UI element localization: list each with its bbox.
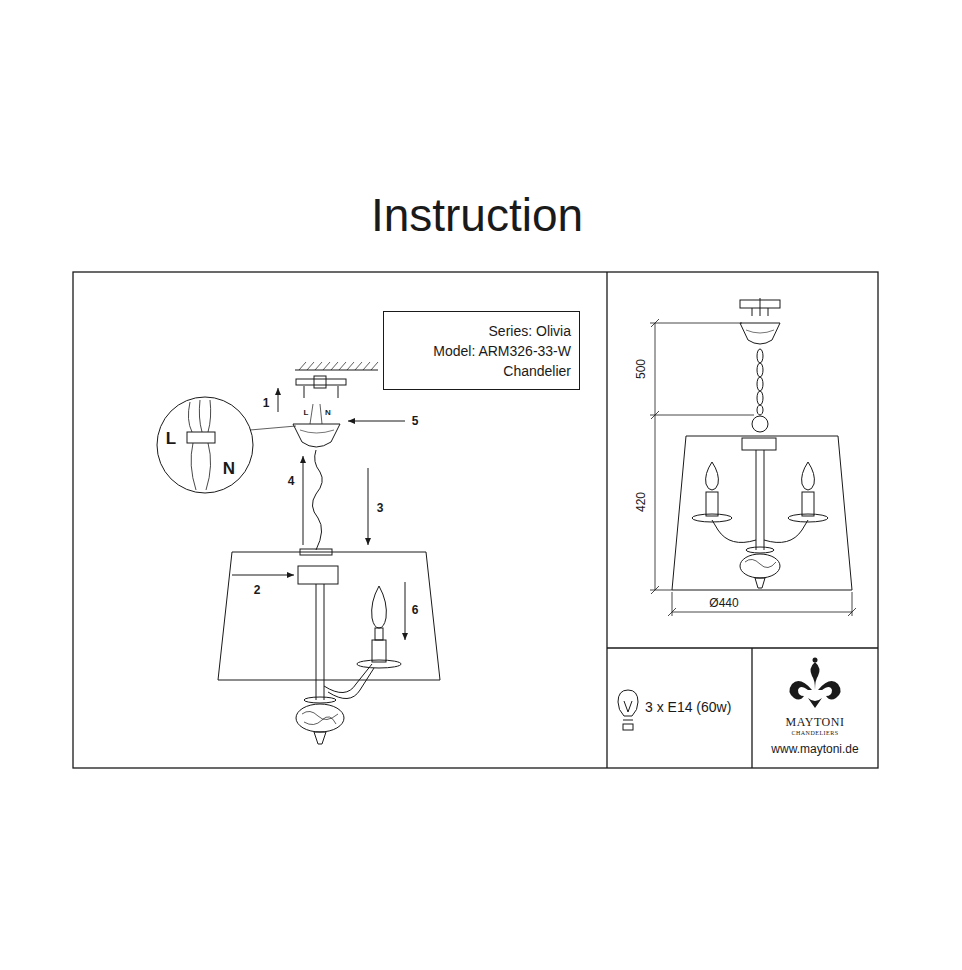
dimension-text: 500 <box>635 357 647 381</box>
assembly-drawing <box>157 362 440 744</box>
terminal-label: N <box>223 460 235 477</box>
info-line: Model: ARM326-33-W <box>392 341 571 361</box>
frame <box>73 272 878 768</box>
callout-number: 1 <box>263 397 270 409</box>
website-url: www.maytoni.de <box>771 743 858 755</box>
terminal-label: L <box>166 430 176 447</box>
info-line: Series: Olivia <box>392 321 571 341</box>
callout-number: 4 <box>288 475 295 487</box>
callout-number: 6 <box>412 604 419 616</box>
bulb-spec: 3 x E14 (60w) <box>645 700 731 714</box>
maytoni-logo <box>789 658 840 709</box>
model-info-box: Series: OliviaModel: ARM326-33-WChandeli… <box>383 311 580 390</box>
info-line: Chandelier <box>392 361 571 381</box>
dimension-text: 420 <box>635 490 647 514</box>
brand-name: MAYTONI <box>786 716 845 728</box>
terminal-label: L <box>304 409 309 417</box>
bulb-icon <box>618 690 638 730</box>
callout-number: 2 <box>254 584 261 596</box>
callout-number: 5 <box>412 415 419 427</box>
page-title: Instruction <box>371 192 583 238</box>
dimension-drawing <box>650 298 856 616</box>
dimension-text: Ø440 <box>709 597 738 609</box>
terminal-label: N <box>325 409 331 417</box>
brand-subtitle: CHANDELIERS <box>791 730 838 736</box>
callout-number: 3 <box>377 502 384 514</box>
